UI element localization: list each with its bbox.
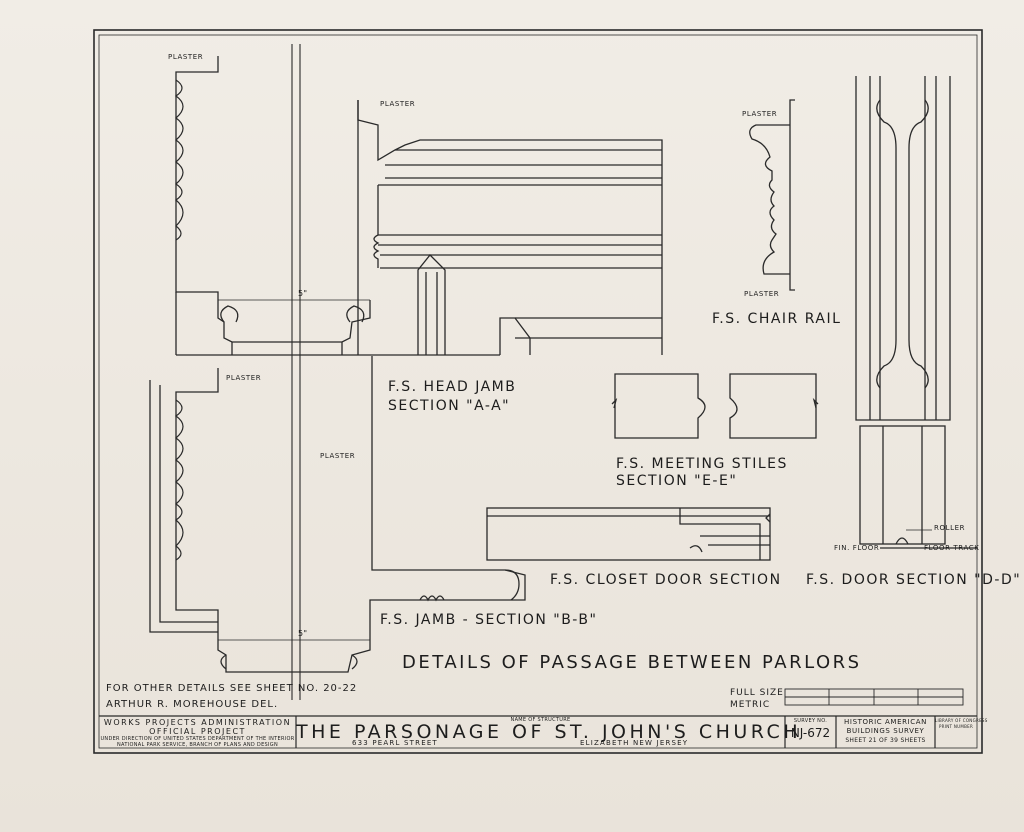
label-plaster-4: PLASTER bbox=[744, 290, 780, 298]
caption-meeting-stiles: F.S. MEETING STILES SECTION "E-E" bbox=[616, 456, 788, 490]
label-plaster-6: PLASTER bbox=[320, 452, 356, 460]
caption-door-section: F.S. DOOR SECTION "D-D" bbox=[806, 572, 1022, 588]
survey-no-label: SURVEY NO. bbox=[793, 718, 828, 724]
label-plaster-2: PLASTER bbox=[380, 100, 416, 108]
scale-metric: METRIC bbox=[730, 700, 771, 710]
drawing-title: DETAILS OF PASSAGE BETWEEN PARLORS bbox=[402, 652, 862, 673]
structure-city-state: ELIZABETH NEW JERSEY bbox=[580, 739, 689, 747]
scale-full-size: FULL SIZE bbox=[730, 688, 784, 698]
loc-line1: LIBRARY OF CONGRESS bbox=[935, 718, 988, 723]
meeting-stiles-drawing bbox=[611, 373, 819, 439]
title-block-frame bbox=[99, 715, 977, 748]
wpa-line2: OFFICIAL PROJECT bbox=[149, 727, 246, 736]
dimension-5in-bottom: 5" bbox=[298, 629, 308, 638]
caption-closet-door: F.S. CLOSET DOOR SECTION bbox=[550, 572, 782, 588]
caption-meeting-stiles-line2: SECTION "E-E" bbox=[616, 473, 738, 489]
wpa-line1: WORKS PROJECTS ADMINISTRATION bbox=[103, 718, 292, 727]
loc-block: LIBRARY OF CONGRESS PRINT NUMBER bbox=[935, 718, 988, 730]
name-of-structure-label: NAME OF STRUCTURE bbox=[510, 717, 571, 723]
sheet-number: SHEET 21 OF 39 SHEETS bbox=[845, 737, 926, 744]
label-plaster-5: PLASTER bbox=[226, 374, 262, 382]
label-plaster-3: PLASTER bbox=[742, 110, 778, 118]
wpa-line4: NATIONAL PARK SERVICE, BRANCH OF PLANS A… bbox=[116, 742, 278, 748]
label-floor-track: FLOOR TRACK bbox=[924, 544, 980, 552]
loc-line2: PRINT NUMBER bbox=[938, 724, 974, 729]
door-section-drawing bbox=[855, 76, 978, 549]
habs-block: HISTORIC AMERICAN BUILDINGS SURVEY SHEET… bbox=[836, 718, 935, 745]
caption-head-jamb: F.S. HEAD JAMB SECTION "A-A" bbox=[388, 378, 516, 416]
label-plaster-1: PLASTER bbox=[168, 53, 204, 61]
label-roller: ROLLER bbox=[934, 524, 966, 532]
caption-jamb: F.S. JAMB - SECTION "B-B" bbox=[380, 612, 598, 628]
label-fin-floor: FIN. FLOOR bbox=[834, 544, 880, 552]
chair-rail-drawing bbox=[749, 99, 795, 291]
structure-address: 633 PEARL STREET bbox=[352, 739, 438, 747]
structure-name: THE PARSONAGE OF ST. JOHN'S CHURCH bbox=[296, 721, 802, 743]
habs-line2: BUILDINGS SURVEY bbox=[846, 727, 925, 735]
note-delineator: ARTHUR R. MOREHOUSE DEL. bbox=[106, 699, 279, 710]
outer-border bbox=[93, 29, 983, 754]
note-other-details: FOR OTHER DETAILS SEE SHEET NO. 20-22 bbox=[106, 683, 358, 694]
caption-chair-rail: F.S. CHAIR RAIL bbox=[712, 311, 842, 327]
title-block-wpa: WORKS PROJECTS ADMINISTRATION OFFICIAL P… bbox=[99, 718, 296, 748]
graphic-scale bbox=[784, 688, 964, 706]
dimension-5in-top: 5" bbox=[298, 289, 308, 298]
caption-head-jamb-line2: SECTION "A-A" bbox=[388, 398, 511, 414]
closet-door-drawing bbox=[486, 507, 771, 561]
jamb-drawing bbox=[149, 356, 526, 673]
habs-line1: HISTORIC AMERICAN bbox=[844, 718, 927, 726]
caption-meeting-stiles-line1: F.S. MEETING STILES bbox=[616, 456, 788, 472]
inner-border bbox=[98, 34, 978, 749]
head-jamb-drawing bbox=[174, 44, 663, 700]
wpa-line3: UNDER DIRECTION OF UNITED STATES DEPARTM… bbox=[100, 736, 295, 742]
survey-number: NJ-672 bbox=[790, 726, 831, 740]
caption-head-jamb-line1: F.S. HEAD JAMB bbox=[388, 379, 517, 395]
